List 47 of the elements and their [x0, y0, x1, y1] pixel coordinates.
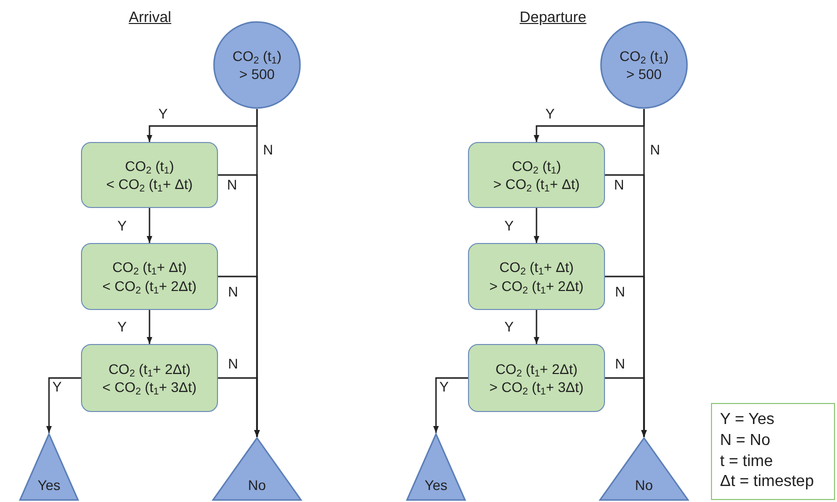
connector-arrow	[146, 310, 152, 344]
node-text: CO$_{2}$ (t$_{1}$+ 2Δt)	[108, 360, 191, 378]
section-heading: Departure	[520, 9, 586, 26]
node-text: CO$_{2}$ (t$_{1}$+ Δt)	[499, 258, 574, 276]
node-text: < CO$_{2}$ (t$_{1}$+ 3Δt)	[102, 378, 197, 396]
decision-box	[81, 344, 218, 412]
connector-arrow	[534, 208, 540, 243]
outcome-triangle	[406, 433, 466, 500]
node-text: < CO$_{2}$ (t$_{1}$+ 2Δt)	[102, 276, 197, 295]
decision-circle	[600, 21, 688, 109]
node-text: > 500	[239, 65, 275, 84]
connector-arrow	[218, 377, 260, 437]
outcome-triangle	[212, 437, 302, 500]
node-text: CO$_{2}$ (t$_{1}$+ 2Δt)	[495, 360, 578, 378]
node-text: Yes	[424, 476, 448, 494]
connector-arrow	[605, 377, 647, 437]
decision-box	[81, 243, 218, 310]
node-text: No	[248, 476, 266, 494]
node-text: CO$_{2}$ (t$_{1}$)	[124, 156, 174, 175]
connector-arrow	[46, 377, 81, 433]
connector-arrow	[534, 310, 540, 344]
outcome-triangle	[19, 433, 79, 500]
legend-entry: Y = Yes	[720, 410, 774, 430]
section-heading: Arrival	[128, 9, 172, 26]
outcome-triangle	[599, 437, 689, 500]
connector-arrow	[146, 208, 152, 243]
node-text: > CO$_{2}$ (t$_{1}$+ Δt)	[493, 175, 580, 194]
legend-entry: t = time	[720, 452, 773, 472]
node-text: CO$_{2}$ (t$_{1}$)	[619, 46, 669, 65]
node-text: > CO$_{2}$ (t$_{1}$+ 2Δt)	[489, 276, 584, 295]
node-text: > CO$_{2}$ (t$_{1}$+ 3Δt)	[489, 378, 584, 396]
node-text: Yes	[38, 476, 60, 494]
legend-entry: Δt = timestep	[720, 472, 814, 492]
legend-entry: N = No	[720, 430, 770, 451]
decision-box	[468, 142, 605, 208]
node-text: CO$_{2}$ (t$_{1}$)	[512, 156, 562, 175]
decision-box	[468, 243, 605, 310]
decision-box	[81, 142, 218, 208]
legend-box	[711, 403, 835, 500]
decision-box	[468, 344, 605, 412]
node-text: CO$_{2}$ (t$_{1}$+ Δt)	[112, 258, 187, 276]
decision-circle	[213, 21, 301, 109]
node-text: CO$_{2}$ (t$_{1}$)	[232, 46, 282, 65]
connector-arrow	[433, 377, 468, 433]
node-text: No	[635, 476, 653, 494]
node-text: > 500	[626, 65, 662, 84]
node-text: < CO$_{2}$ (t$_{1}$+ Δt)	[106, 175, 193, 194]
